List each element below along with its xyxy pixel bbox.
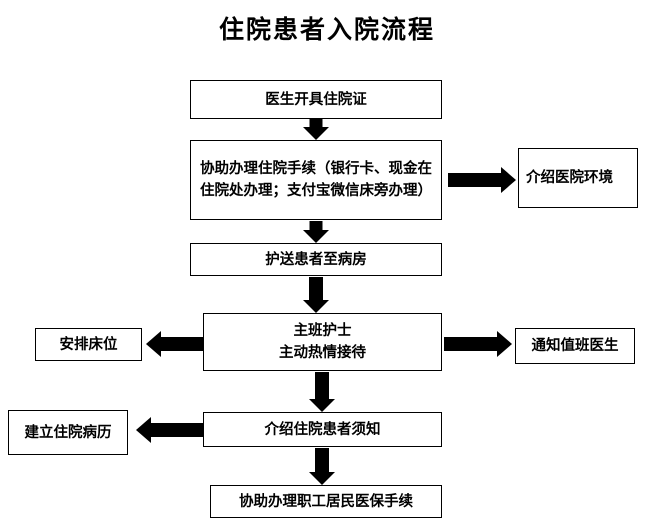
node-label: 介绍医院环境 — [526, 169, 613, 186]
arrow-down-n2-n3 — [303, 221, 329, 243]
node-label: 护送患者至病房 — [265, 250, 367, 268]
arrow-head — [309, 399, 335, 412]
arrow-shaft — [150, 423, 204, 437]
arrow-left-n5-n5l — [136, 417, 204, 443]
arrow-head — [303, 300, 329, 313]
node-label: 通知值班医生 — [531, 337, 619, 354]
node-escort-patient-to-ward[interactable]: 护送患者至病房 — [190, 243, 442, 276]
arrow-head — [136, 417, 151, 443]
arrow-shaft — [309, 119, 323, 128]
arrow-left-n4-n4l — [146, 331, 204, 357]
arrow-down-n3-n4 — [303, 277, 329, 313]
arrow-shaft — [160, 337, 204, 351]
page-title: 住院患者入院流程 — [218, 15, 435, 44]
arrow-shaft — [444, 337, 498, 351]
node-assist-medical-insurance-procedures[interactable]: 协助办理职工居民医保手续 — [210, 485, 442, 518]
arrow-head — [497, 331, 512, 357]
arrow-shaft — [448, 173, 502, 187]
node-label: 安排床位 — [59, 335, 118, 353]
node-label: 医生开具住院证 — [265, 90, 367, 108]
node-introduce-inpatient-instructions[interactable]: 介绍住院患者须知 — [203, 412, 442, 447]
arrow-right-n4-n4r — [444, 331, 512, 357]
arrow-right-n2-n2r — [448, 167, 516, 193]
node-label-line1: 主班护士 — [293, 322, 352, 339]
node-label: 协助办理职工居民医保手续 — [239, 492, 413, 510]
node-charge-nurse-warm-reception[interactable]: 主班护士 主动热情接待 — [203, 313, 442, 371]
node-introduce-hospital-environment[interactable]: 介绍医院环境 — [518, 148, 638, 208]
arrow-head — [303, 127, 329, 140]
arrow-down-n1-n2 — [303, 119, 329, 140]
arrow-shaft — [309, 277, 323, 301]
arrow-head — [146, 331, 161, 357]
node-notify-duty-doctor[interactable]: 通知值班医生 — [515, 328, 635, 364]
node-arrange-bed[interactable]: 安排床位 — [35, 328, 142, 361]
node-label-line2: 主动热情接待 — [279, 344, 366, 361]
arrow-head — [501, 167, 516, 193]
node-label: 介绍住院患者须知 — [264, 420, 381, 438]
node-label: 协助办理住院手续（银行卡、现金在住院处办理；支付宝微信床旁办理） — [200, 160, 432, 199]
node-label: 建立住院病历 — [24, 423, 112, 441]
arrow-head — [303, 230, 329, 243]
node-doctor-issues-admission-certificate[interactable]: 医生开具住院证 — [190, 80, 442, 119]
arrow-shaft — [315, 372, 329, 400]
arrow-shaft — [315, 448, 329, 473]
arrow-down-n4-n5 — [309, 372, 335, 412]
node-assist-admission-procedures[interactable]: 协助办理住院手续（银行卡、现金在住院处办理；支付宝微信床旁办理） — [190, 140, 442, 220]
arrow-shaft — [309, 221, 323, 231]
arrow-down-n5-n6 — [309, 448, 335, 485]
node-create-inpatient-medical-record[interactable]: 建立住院病历 — [8, 410, 128, 455]
arrow-head — [309, 472, 335, 485]
